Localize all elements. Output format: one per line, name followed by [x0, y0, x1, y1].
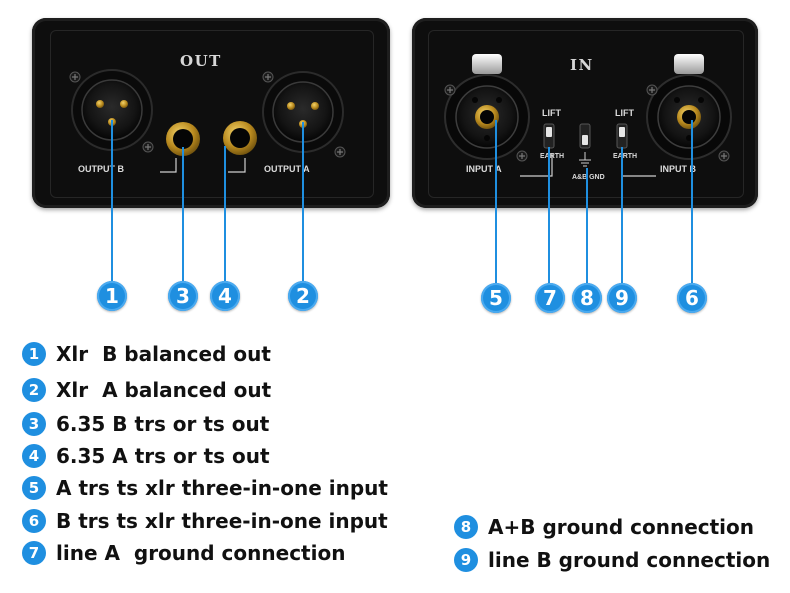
marker-1: 1: [97, 281, 127, 311]
xlr-b-output-connector[interactable]: [71, 69, 153, 151]
legend-number: 7: [22, 541, 46, 565]
screw-icon: [646, 84, 658, 96]
lift-b-label: LIFT: [615, 108, 634, 118]
screw-icon: [334, 146, 346, 158]
output-a-label: OUTPUT A: [264, 164, 310, 174]
legend-item-1: 1 Xlr B balanced out: [22, 340, 271, 368]
marker-3: 3: [168, 281, 198, 311]
marker-9: 9: [607, 283, 637, 313]
marker-2: 2: [288, 281, 318, 311]
legend-text: 6.35 A trs or ts out: [56, 444, 270, 468]
legend-number: 9: [454, 548, 478, 572]
combo-a-input-connector[interactable]: [444, 54, 530, 160]
earth-b-label: EARTH: [613, 153, 638, 160]
ground-symbol-icon: [579, 152, 591, 167]
legend-number: 3: [22, 412, 46, 436]
jack-b-output-connector[interactable]: [166, 122, 200, 156]
screw-icon: [718, 150, 730, 162]
screw-icon: [516, 150, 528, 162]
out-panel-title: OUT: [180, 52, 222, 70]
legend-text: A trs ts xlr three-in-one input: [56, 476, 388, 500]
legend-text: line A ground connection: [56, 541, 346, 565]
xlr-a-output-connector[interactable]: [262, 71, 344, 153]
legend-item-6: 6 B trs ts xlr three-in-one input: [22, 507, 388, 535]
legend-text: Xlr A balanced out: [56, 378, 272, 402]
screw-icon: [262, 71, 274, 83]
jack-a-output-connector[interactable]: [223, 121, 257, 155]
lift-earth-switch-a[interactable]: [543, 123, 555, 149]
out-panel-face: [50, 30, 374, 198]
legend-number: 5: [22, 476, 46, 500]
legend-text: B trs ts xlr three-in-one input: [56, 509, 388, 533]
legend-item-9: 9 line B ground connection: [454, 546, 770, 574]
lift-a-label: LIFT: [542, 108, 561, 118]
marker-4: 4: [210, 281, 240, 311]
legend-item-7: 7 line A ground connection: [22, 539, 345, 567]
legend-item-5: 5 A trs ts xlr three-in-one input: [22, 474, 388, 502]
output-b-label: OUTPUT B: [78, 164, 124, 174]
screw-icon: [444, 84, 456, 96]
marker-5: 5: [481, 283, 511, 313]
combo-b-input-connector[interactable]: [646, 54, 732, 160]
lift-earth-switch-b[interactable]: [616, 123, 628, 149]
legend-text: Xlr B balanced out: [56, 342, 271, 366]
legend-item-4: 4 6.35 A trs or ts out: [22, 442, 270, 470]
legend-number: 1: [22, 342, 46, 366]
legend-item-8: 8 A+B ground connection: [454, 513, 754, 541]
input-a-label: INPUT A: [466, 164, 502, 174]
legend-text: A+B ground connection: [488, 515, 755, 539]
marker-6: 6: [677, 283, 707, 313]
legend-number: 6: [22, 509, 46, 533]
marker-8: 8: [572, 283, 602, 313]
ab-gnd-label: A&B GND: [572, 174, 605, 181]
screw-icon: [142, 141, 154, 153]
marker-7: 7: [535, 283, 565, 313]
input-b-label: INPUT B: [660, 164, 696, 174]
legend-text: 6.35 B trs or ts out: [56, 412, 270, 436]
legend-number: 2: [22, 378, 46, 402]
in-panel-title: IN: [570, 56, 594, 74]
ab-gnd-switch[interactable]: [579, 123, 591, 149]
callout-lines: [111, 120, 693, 285]
legend-number: 8: [454, 515, 478, 539]
screw-icon: [69, 71, 81, 83]
legend-number: 4: [22, 444, 46, 468]
legend-item-3: 3 6.35 B trs or ts out: [22, 410, 269, 438]
legend-text: line B ground connection: [488, 548, 771, 572]
legend-item-2: 2 Xlr A balanced out: [22, 376, 271, 404]
